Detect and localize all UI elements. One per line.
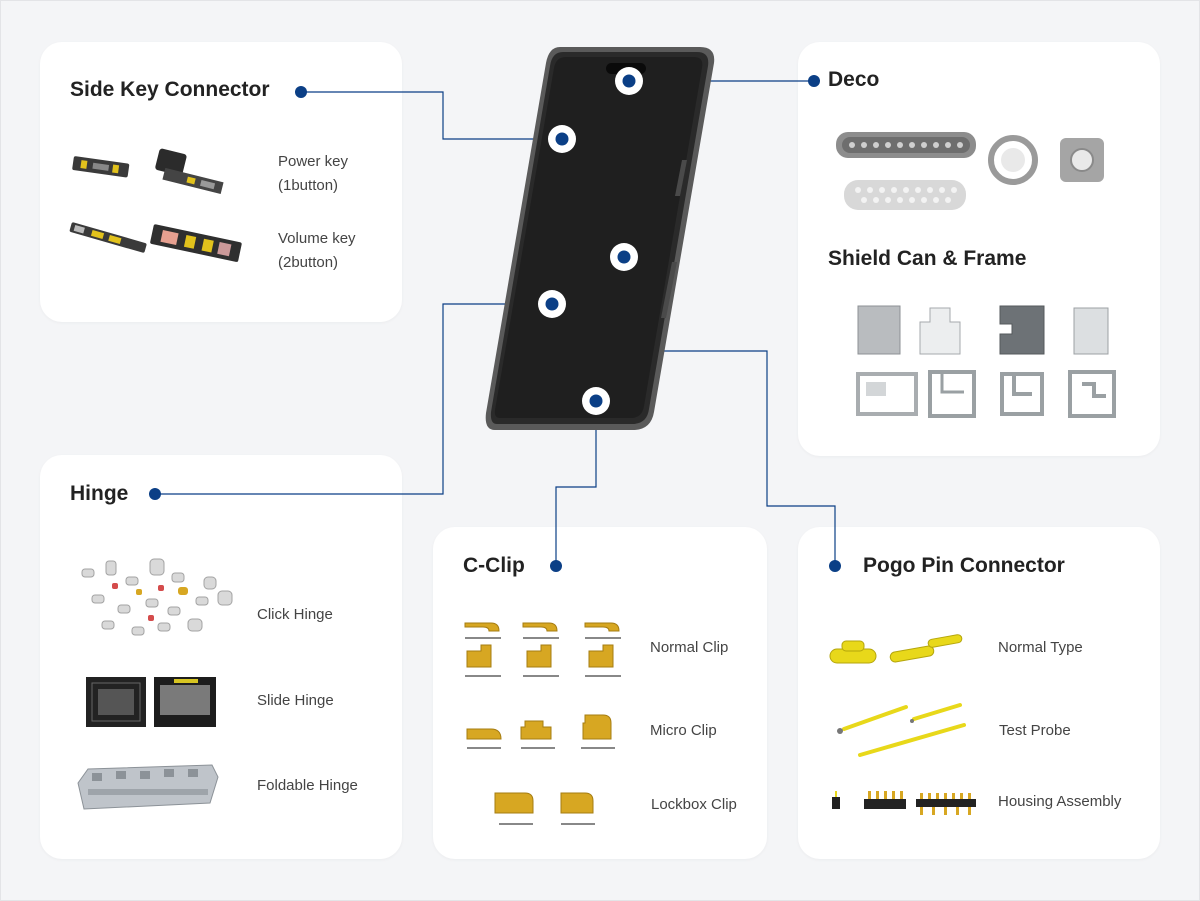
power-key-label-line2: (1button): [278, 177, 339, 194]
foldable-hinge-image: [77, 764, 219, 810]
hotspot-c-clip: [582, 387, 610, 415]
click-hinge-image: [81, 558, 233, 636]
hotspot-hinge: [538, 290, 566, 318]
normal-clip-label: Normal Clip: [650, 639, 729, 656]
volume-key-label-line1: Volume key: [278, 230, 356, 247]
c-clip-dot: [550, 560, 562, 572]
slide-hinge-image: [86, 677, 216, 727]
normal-type-pin-image: [829, 634, 963, 664]
phone-screen: [494, 57, 703, 418]
hotspot-deco: [615, 67, 643, 95]
deco-title: Deco: [828, 68, 880, 91]
volume-key-image: [69, 222, 242, 262]
c-clip-card: C-Clip Normal Clip Micro Clip: [433, 527, 767, 859]
phone-device: [485, 47, 715, 430]
power-key-image: [72, 148, 224, 195]
normal-clip-image: [464, 622, 621, 677]
micro-clip-image: [466, 714, 615, 749]
connector-lines: [155, 80, 836, 566]
pogo-pin-card: Pogo Pin Connector Normal Type Test Prob…: [798, 527, 1160, 859]
deco-dot: [808, 75, 820, 87]
housing-assembly-image: [832, 791, 976, 815]
side-key-connector-card: Side Key Connector Power key (1button): [40, 42, 402, 322]
deco-parts-image: [836, 132, 1104, 210]
click-hinge-label: Click Hinge: [257, 606, 333, 623]
power-key-label: Power key (1button): [278, 150, 348, 198]
pogo-pin-title: Pogo Pin Connector: [863, 554, 1065, 577]
side-key-dot: [295, 86, 307, 98]
side-key-connector-title: Side Key Connector: [70, 78, 270, 101]
power-key-label-line1: Power key: [278, 153, 349, 170]
lockbox-clip-image: [494, 792, 595, 825]
test-probe-image: [837, 703, 966, 757]
hotspot-shield-pogo: [610, 243, 638, 271]
normal-type-label: Normal Type: [998, 639, 1083, 656]
test-probe-label: Test Probe: [999, 722, 1071, 739]
hinge-title: Hinge: [70, 482, 129, 505]
hinge-dot: [149, 488, 161, 500]
lockbox-clip-label: Lockbox Clip: [651, 796, 737, 813]
volume-key-label: Volume key (2button): [278, 227, 356, 275]
volume-key-label-line2: (2button): [278, 254, 339, 271]
hotspot-side-key: [548, 125, 576, 153]
shield-can-image: [856, 305, 1116, 418]
c-clip-title: C-Clip: [463, 554, 525, 577]
housing-assembly-label: Housing Assembly: [998, 793, 1122, 810]
slide-hinge-label: Slide Hinge: [257, 692, 334, 709]
phone-hotspots: [538, 67, 643, 415]
card-endpoint-dots: [149, 75, 841, 572]
pogo-pin-dot: [829, 560, 841, 572]
foldable-hinge-label: Foldable Hinge: [257, 777, 358, 794]
shield-can-frame-title: Shield Can & Frame: [828, 247, 1027, 270]
hinge-card: Hinge Click Hinge Slide Hinge: [40, 455, 402, 859]
deco-card: Deco Shield Can & Frame: [798, 42, 1160, 456]
micro-clip-label: Micro Clip: [650, 722, 717, 739]
